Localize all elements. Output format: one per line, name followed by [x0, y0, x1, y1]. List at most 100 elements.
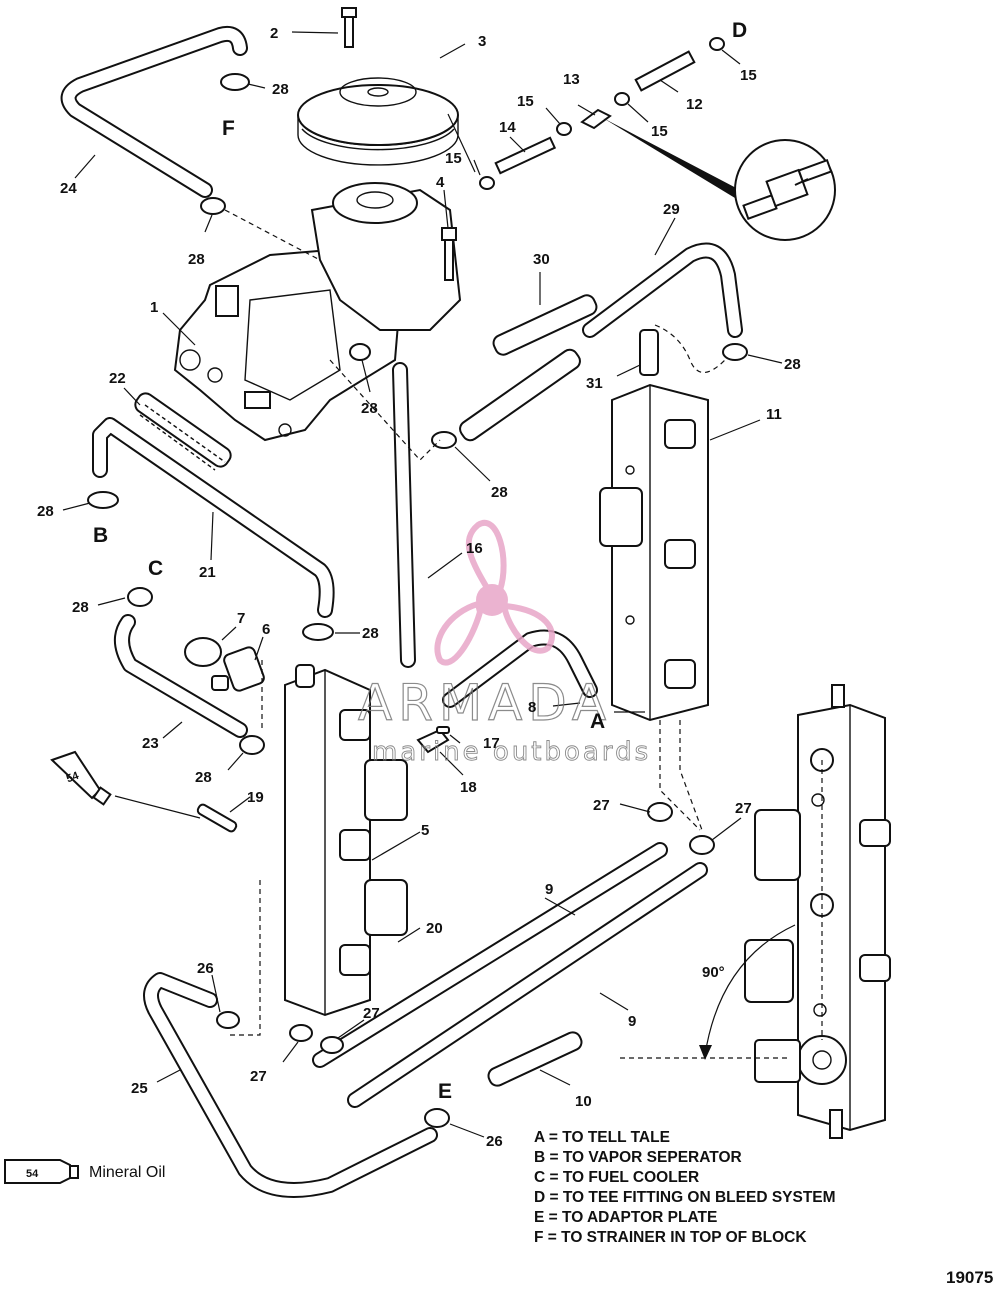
mineral-oil-label: Mineral Oil	[89, 1164, 165, 1181]
bolt	[341, 7, 357, 48]
callout-23: 23	[142, 735, 159, 752]
callout-4: 4	[436, 174, 445, 191]
screen-filter	[196, 803, 238, 833]
legend-line-f: F = TO STRAINER IN TOP OF BLOCK	[534, 1229, 807, 1246]
callout-5: 5	[421, 822, 429, 839]
callout-28g: 28	[784, 356, 801, 373]
callout-18: 18	[460, 779, 477, 796]
callout-11: 11	[766, 406, 782, 423]
legend-line-a: A = TO TELL TALE	[534, 1129, 670, 1146]
callout-27b: 27	[735, 800, 752, 817]
hose-24	[60, 25, 248, 198]
callout-29: 29	[663, 201, 680, 218]
callout-28b: 28	[188, 251, 205, 268]
letter-C: C	[148, 557, 163, 580]
callout-16: 16	[466, 540, 483, 557]
legend-line-b: B = TO VAPOR SEPERATOR	[534, 1149, 742, 1166]
callout-24: 24	[60, 180, 77, 197]
hose-29	[582, 242, 743, 338]
propeller-logo	[434, 519, 555, 666]
letter-F: F	[222, 117, 235, 140]
legend: A = TO TELL TALE B = TO VAPOR SEPERATOR …	[534, 1129, 836, 1246]
pulley	[297, 77, 459, 166]
callout-25: 25	[131, 1080, 148, 1097]
callout-27a: 27	[593, 797, 610, 814]
temperature-sensor	[211, 646, 265, 692]
letter-D: D	[732, 19, 747, 42]
callout-30: 30	[533, 251, 550, 268]
callout-1: 1	[150, 299, 158, 316]
mineral-oil-tube	[4, 1159, 79, 1184]
callout-26b: 26	[486, 1133, 503, 1150]
braided-hose-10	[487, 1031, 583, 1087]
callout-15d: 15	[445, 150, 462, 167]
hose-23	[114, 614, 248, 738]
callout-15c: 15	[651, 123, 668, 140]
callout-31: 31	[586, 375, 603, 392]
callout-28f: 28	[362, 625, 379, 642]
watermark-brand: ARMADA	[358, 674, 612, 732]
watermark-subtitle: marine outboards	[372, 737, 651, 767]
callout-2: 2	[270, 25, 278, 42]
hose-25	[143, 972, 438, 1198]
water-pump-body	[173, 182, 462, 442]
braided-hose-29	[459, 348, 581, 442]
manifold-right	[599, 329, 709, 722]
callout-28h: 28	[491, 484, 508, 501]
callout-90: 90°	[702, 964, 725, 981]
callout-15b: 15	[517, 93, 534, 110]
callout-28i: 28	[195, 769, 212, 786]
callout-22: 22	[109, 370, 126, 387]
mineral-oil-tube-label: 54	[26, 1168, 39, 1180]
callout-17: 17	[483, 735, 500, 752]
callout-9b: 9	[628, 1013, 636, 1030]
pump-bolt	[441, 227, 457, 281]
manifold-left	[284, 664, 408, 1017]
sealant-tube-label: 54	[65, 770, 81, 786]
callout-3: 3	[478, 33, 486, 50]
callout-28e: 28	[72, 599, 89, 616]
bracket-18	[416, 728, 450, 754]
hose-16	[392, 362, 416, 668]
hose-clamps	[87, 73, 748, 1128]
callout-28c: 28	[361, 400, 378, 417]
callout-27d: 27	[250, 1068, 267, 1085]
callout-12: 12	[686, 96, 703, 113]
check-valve-detail	[734, 139, 836, 241]
sensor-cap	[184, 637, 222, 667]
callout-28d: 28	[37, 503, 54, 520]
callout-26a: 26	[197, 960, 214, 977]
callout-14: 14	[499, 119, 516, 136]
figure-number: 19075	[946, 1268, 993, 1287]
letter-E: E	[438, 1080, 452, 1103]
callout-7: 7	[237, 610, 245, 627]
bleed-line	[479, 37, 740, 198]
hose-9b	[347, 862, 708, 1108]
callout-20: 20	[426, 920, 443, 937]
braided-hose-22	[134, 392, 232, 471]
callout-numbers: 2 3 28 24 28 4 1 28 22 28 21 28 28 7 6 1…	[37, 25, 801, 1150]
callout-27c: 27	[363, 1005, 380, 1022]
legend-line-d: D = TO TEE FITTING ON BLEED SYSTEM	[534, 1189, 836, 1206]
routing-lines	[224, 209, 726, 1036]
hose-21	[92, 417, 335, 618]
letter-B: B	[93, 524, 108, 547]
callout-15a: 15	[740, 67, 757, 84]
letter-A: A	[590, 710, 605, 733]
callout-8: 8	[528, 699, 536, 716]
callout-6: 6	[262, 621, 270, 638]
connection-letters: D F B C A E	[93, 19, 747, 1103]
braided-hose-30	[492, 294, 598, 356]
hose-8	[442, 629, 598, 708]
callout-28a: 28	[272, 81, 289, 98]
sealant-tube	[50, 750, 112, 806]
leader-lines	[62, 31, 783, 1138]
legend-line-c: C = TO FUEL COOLER	[534, 1169, 699, 1186]
callout-21: 21	[199, 564, 216, 581]
screw-17	[436, 726, 450, 734]
callout-10: 10	[575, 1093, 592, 1110]
hose-9a	[312, 842, 668, 1068]
brand-watermark: ARMADA marine outboards	[357, 519, 651, 767]
callout-13: 13	[563, 71, 580, 88]
